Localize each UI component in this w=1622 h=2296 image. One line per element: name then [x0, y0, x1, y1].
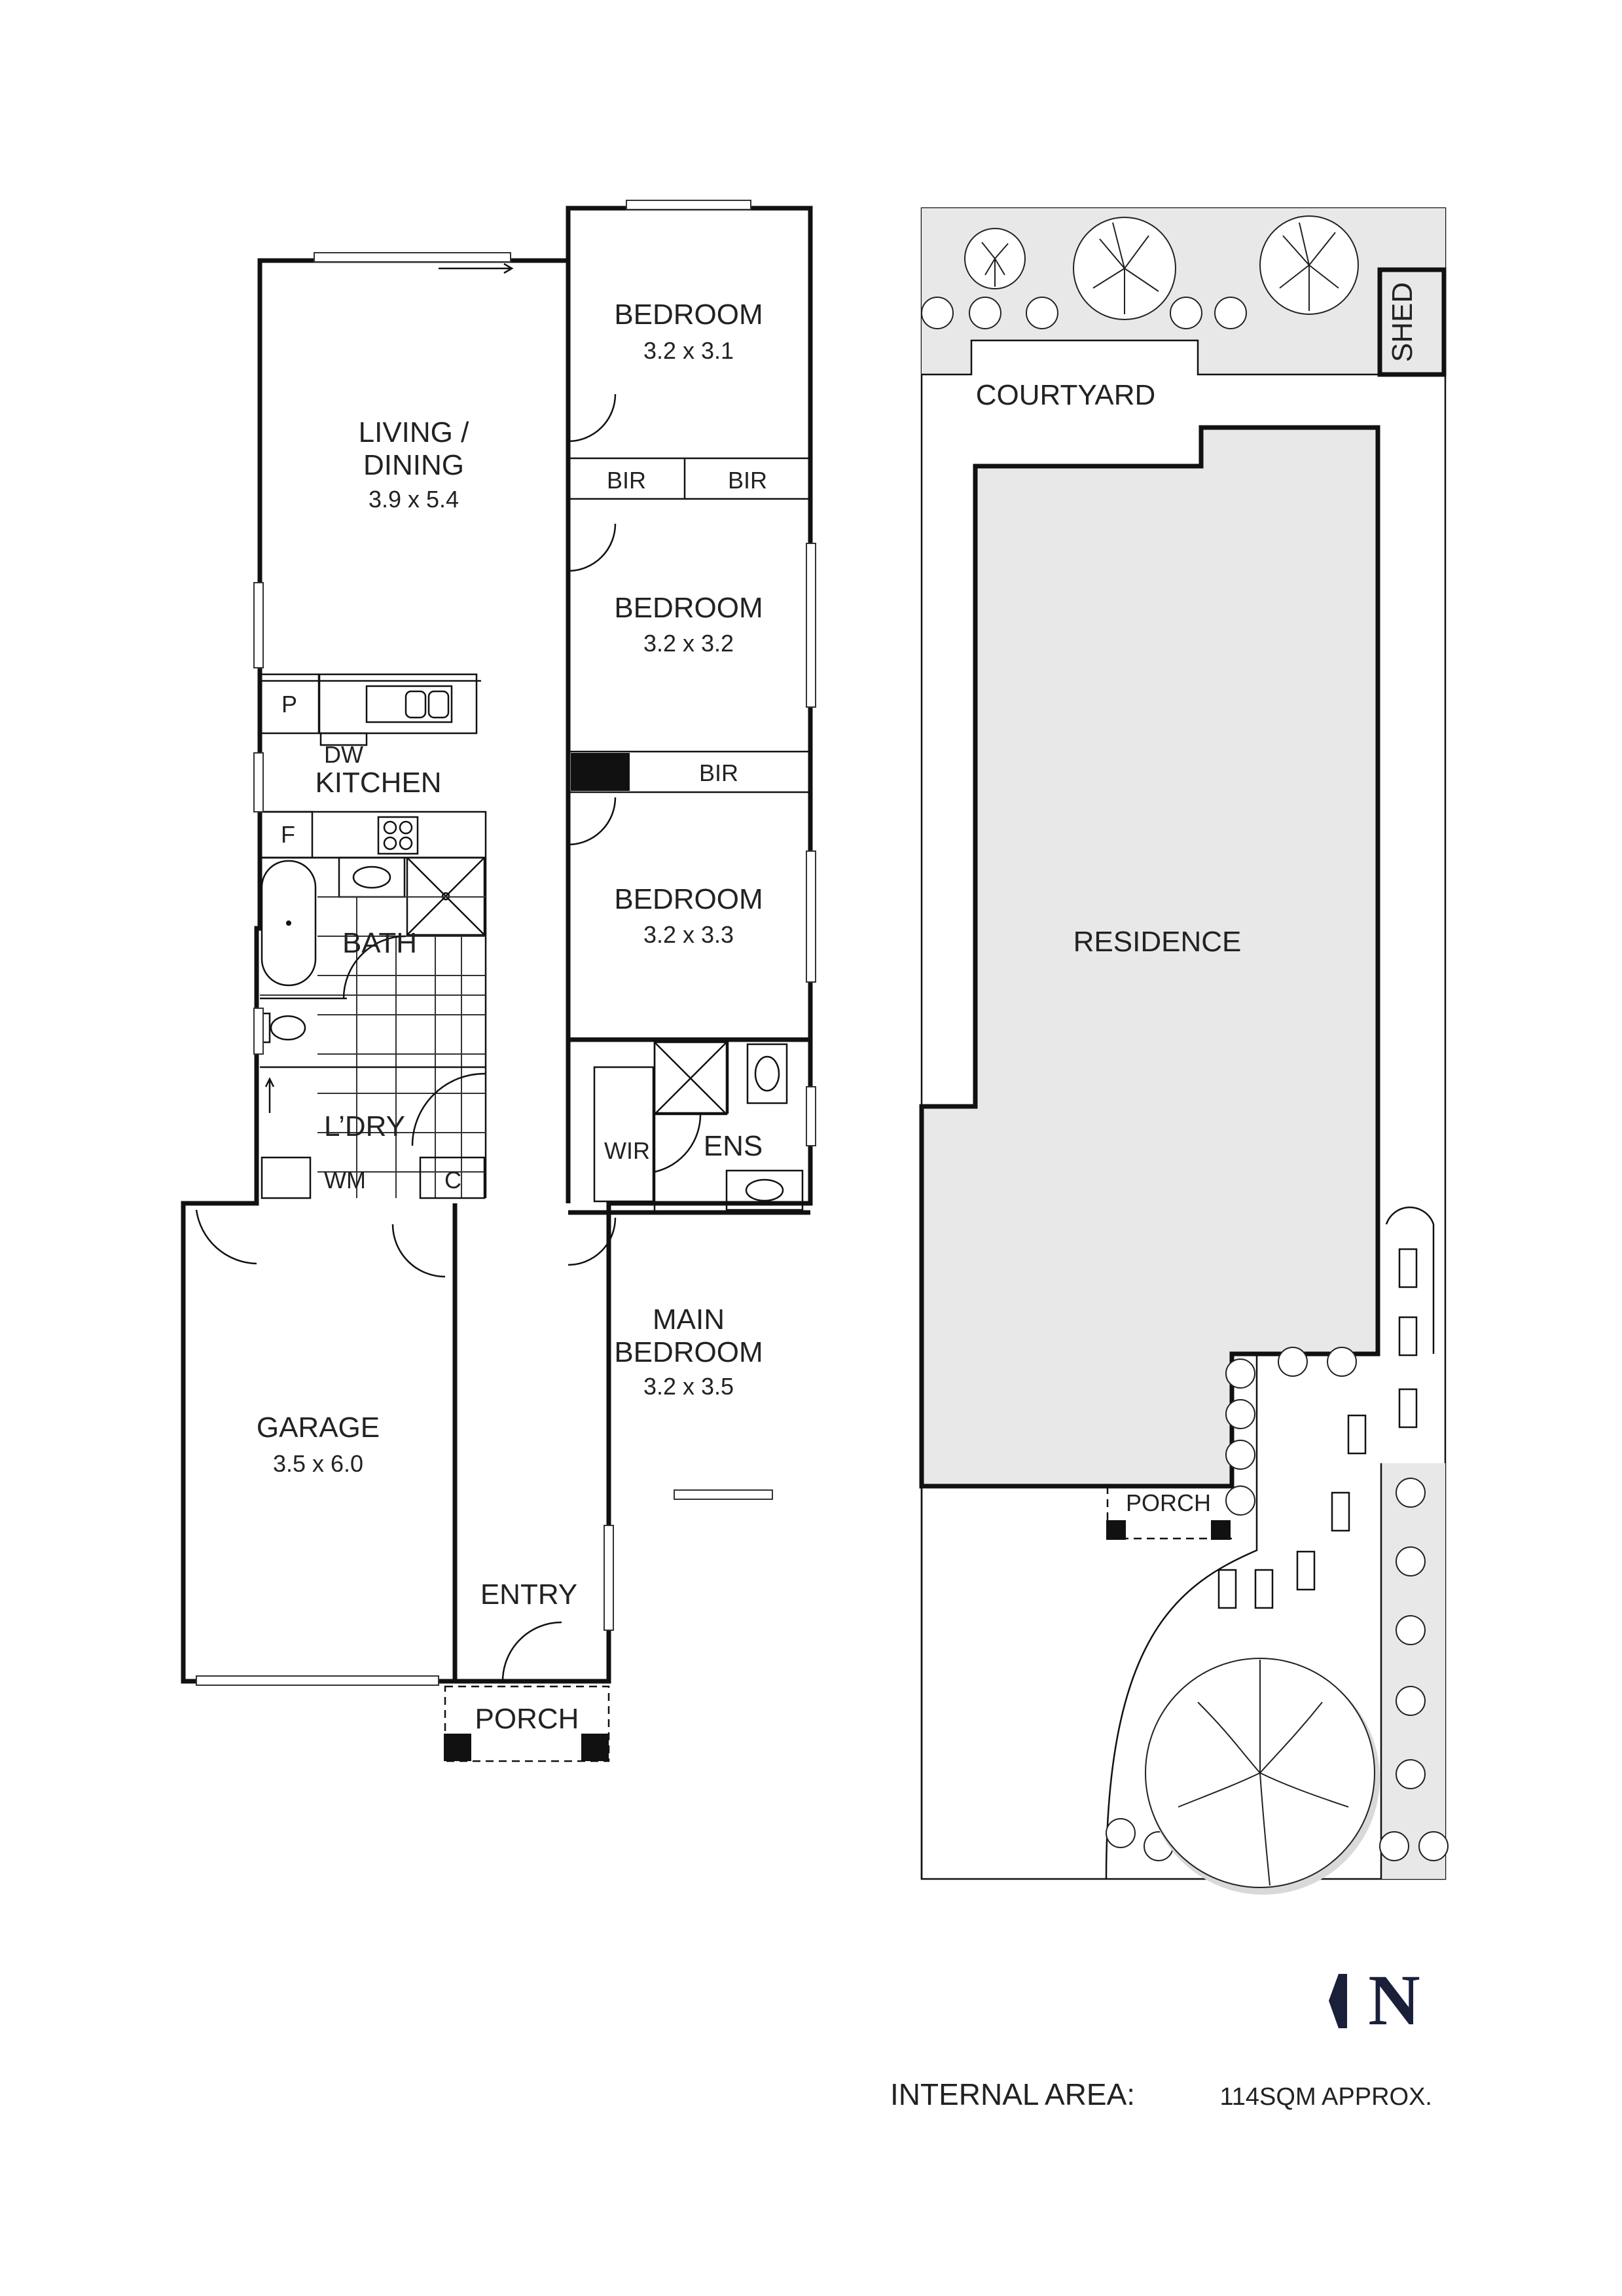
- dim-living: 3.9 x 5.4: [369, 486, 459, 513]
- door-laundry: [411, 1072, 486, 1146]
- door-garage: [195, 1209, 257, 1265]
- bath-vanity: [338, 856, 406, 898]
- garage-door: [196, 1675, 439, 1686]
- window-bed1: [626, 200, 751, 210]
- door-bed3: [568, 797, 617, 846]
- garden-curve: [1105, 1354, 1258, 1880]
- label-ens: ENS: [704, 1130, 763, 1162]
- door-ens: [654, 1112, 702, 1173]
- shrub-group-mid: [1106, 1347, 1449, 1861]
- porch-post-right: [581, 1734, 609, 1761]
- label-living-1: LIVING /: [359, 416, 469, 448]
- window-living-side: [253, 582, 264, 668]
- ens-toilet: [746, 1043, 788, 1104]
- window-main-bed: [674, 1489, 773, 1500]
- label-living-2: DINING: [363, 449, 464, 481]
- label-bedroom-1: BEDROOM: [614, 299, 763, 331]
- label-fridge: F: [281, 821, 295, 848]
- window-ens: [806, 1086, 816, 1146]
- dim-bedroom-1: 3.2 x 3.1: [643, 337, 734, 364]
- kitchen-island: [318, 673, 478, 735]
- ens-walls: [653, 1040, 729, 1212]
- wir-shelf: [593, 1066, 655, 1203]
- stepping-stone: [1398, 1248, 1418, 1288]
- window-living: [314, 252, 511, 263]
- laundry-cupboard: [419, 1156, 486, 1199]
- dim-garage: 3.5 x 6.0: [273, 1450, 363, 1477]
- door-main-bed: [568, 1217, 617, 1266]
- label-porch: PORCH: [475, 1703, 579, 1735]
- shrub: [921, 297, 954, 329]
- label-cupboard: C: [444, 1167, 461, 1194]
- window-wc: [253, 1008, 264, 1055]
- door-bath: [342, 935, 406, 999]
- area-label: INTERNAL AREA:: [890, 2077, 1135, 2111]
- window-bed2: [806, 543, 816, 708]
- window-kitchen: [253, 752, 264, 812]
- label-laundry: L’DRY: [324, 1110, 405, 1142]
- label-shed: SHED: [1386, 282, 1418, 362]
- shrub: [1170, 297, 1202, 329]
- compass: N: [1329, 1960, 1420, 2040]
- shrub: [1026, 297, 1058, 329]
- stepping-stone: [1254, 1569, 1274, 1609]
- label-bath: BATH: [342, 927, 417, 959]
- label-bir-1: BIR: [607, 467, 646, 494]
- door-entry: [501, 1621, 562, 1682]
- site-plan: [919, 207, 1449, 1895]
- area-value: 114SQM APPROX.: [1219, 2083, 1432, 2111]
- compass-letter: N: [1368, 1960, 1420, 2040]
- label-garage: GARAGE: [257, 1412, 380, 1444]
- ens-basin: [725, 1169, 804, 1211]
- door-bed1: [568, 393, 617, 443]
- tree-group-top: [921, 215, 1359, 329]
- bir-solid-block: [571, 753, 630, 791]
- dim-main-bedroom: 3.2 x 3.5: [643, 1373, 734, 1400]
- cooktop: [377, 816, 419, 855]
- label-courtyard: COURTYARD: [976, 379, 1156, 411]
- window-entry: [604, 1525, 614, 1631]
- stepping-stone: [1296, 1550, 1316, 1591]
- label-main-bedroom-2: BEDROOM: [614, 1336, 763, 1368]
- shrub: [1214, 297, 1247, 329]
- shrub: [969, 297, 1001, 329]
- window-bed3: [806, 850, 816, 983]
- label-wir: WIR: [604, 1137, 650, 1164]
- bathtub: [261, 860, 317, 987]
- label-site-porch: PORCH: [1126, 1489, 1211, 1516]
- label-dw: DW: [324, 741, 363, 768]
- label-bedroom-3: BEDROOM: [614, 883, 763, 915]
- stepping-stone: [1347, 1414, 1367, 1455]
- label-pantry: P: [281, 691, 297, 718]
- toilet: [270, 1015, 306, 1041]
- garden-right: [1381, 1463, 1445, 1879]
- label-bir-2: BIR: [728, 467, 767, 494]
- label-kitchen: KITCHEN: [315, 767, 441, 799]
- dishwasher: [319, 732, 368, 746]
- label-main-bedroom-1: MAIN: [653, 1303, 725, 1336]
- washing-machine: [261, 1156, 312, 1199]
- ens-shower: [653, 1041, 728, 1116]
- label-wm: WM: [324, 1167, 366, 1194]
- dim-bedroom-3: 3.2 x 3.3: [643, 921, 734, 948]
- sink: [365, 685, 453, 723]
- stepping-stone: [1398, 1388, 1418, 1429]
- label-bir-3: BIR: [699, 759, 738, 786]
- label-residence: RESIDENCE: [1073, 926, 1242, 958]
- stepping-stone: [1217, 1569, 1237, 1609]
- stepping-stone: [1331, 1491, 1350, 1532]
- floor-plan-left: [181, 200, 816, 1762]
- porch-post-left: [444, 1734, 471, 1761]
- stepping-stone: [1398, 1316, 1418, 1357]
- label-bedroom-2: BEDROOM: [614, 592, 763, 624]
- label-entry: ENTRY: [480, 1578, 577, 1611]
- compass-arrow-icon: [1329, 1974, 1347, 2028]
- dim-bedroom-2: 3.2 x 3.2: [643, 630, 734, 657]
- shed: [1377, 267, 1447, 377]
- door-bed2: [568, 523, 617, 572]
- door-hall: [391, 1224, 446, 1278]
